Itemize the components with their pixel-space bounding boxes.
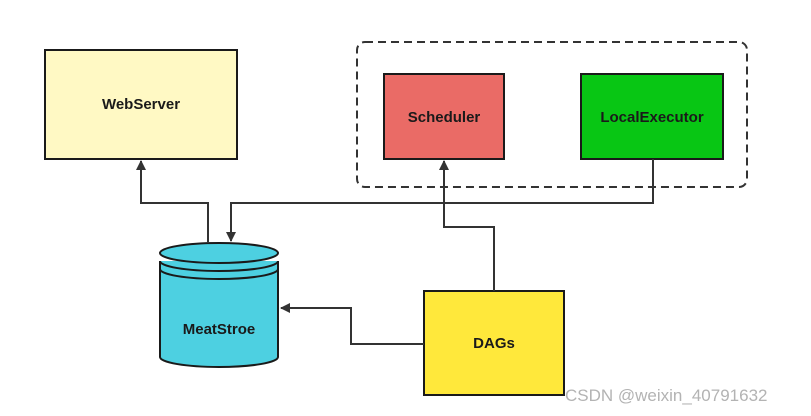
metastore-database-node: MeatStroe — [159, 242, 279, 368]
dags-node: DAGs — [423, 290, 565, 396]
executor-group-container — [356, 41, 748, 188]
metastore-cylinder-top — [159, 242, 279, 264]
dags-label: DAGs — [473, 335, 515, 352]
edge-metastore-to-webserver — [136, 160, 209, 243]
edge-dags-to-metastore — [280, 303, 424, 345]
scheduler-node: Scheduler — [383, 73, 505, 160]
watermark-text: CSDN @weixin_40791632 — [565, 386, 768, 405]
metastore-cylinder-body — [159, 261, 279, 368]
metastore-label: MeatStroe — [183, 321, 256, 338]
scheduler-box — [383, 73, 505, 160]
local-executor-node: LocalExecutor — [580, 73, 724, 160]
webserver-box — [44, 49, 238, 160]
webserver-node: WebServer — [44, 49, 238, 160]
scheduler-label: Scheduler — [408, 109, 481, 126]
metastore-cylinder-ring-2 — [159, 268, 279, 280]
webserver-label: WebServer — [102, 96, 180, 113]
edge-dags-to-scheduler — [439, 160, 495, 291]
metastore-cylinder-ring-1 — [159, 260, 279, 272]
local-executor-label: LocalExecutor — [600, 109, 704, 126]
edge-local-executor-to-metastore — [226, 159, 654, 242]
